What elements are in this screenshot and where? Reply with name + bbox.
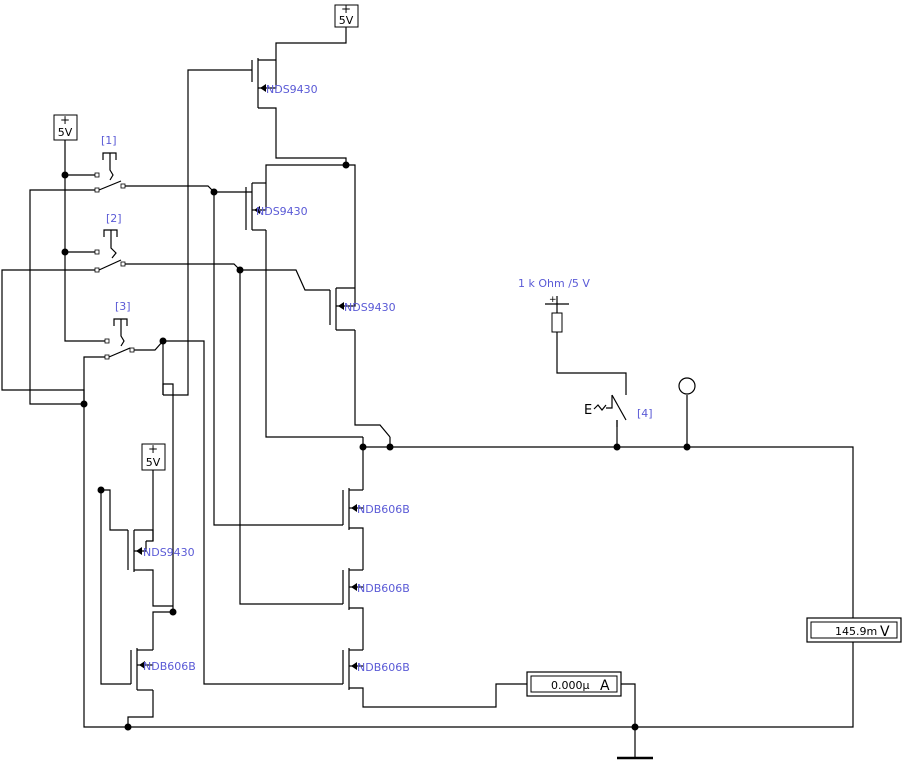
svg-text:5V: 5V (339, 14, 354, 27)
svg-text:+: + (148, 442, 158, 456)
supply-lower: + 5V (141, 442, 166, 471)
nmos-transistor: NDB606B (342, 648, 410, 690)
svg-text:1 k Ohm /5 V: 1 k Ohm /5 V (518, 277, 590, 290)
svg-text:NDB606B: NDB606B (357, 661, 410, 674)
junction-dot (124, 723, 132, 731)
svg-text:NDS9430: NDS9430 (256, 205, 308, 218)
switch-3[interactable]: [3] (104, 300, 135, 360)
pmos-transistor: NDS9430 (245, 182, 308, 231)
nmos-transistor: NDB606B (342, 488, 410, 530)
svg-text:[2]: [2] (106, 212, 122, 225)
svg-text:5V: 5V (58, 126, 73, 139)
junction-dot (61, 248, 69, 256)
svg-text:[1]: [1] (101, 134, 117, 147)
junction-dot (169, 608, 177, 616)
wires (1, 27, 854, 759)
svg-text:NDB606B: NDB606B (357, 503, 410, 516)
svg-text:NDS9430: NDS9430 (344, 301, 396, 314)
svg-text:[3]: [3] (115, 300, 131, 313)
junction-dot (683, 443, 691, 451)
ammeter-value: 0.000µ (551, 679, 590, 692)
junction-dot (386, 443, 394, 451)
junction-dot (613, 443, 621, 451)
pmos-transistor: NDS9430 (127, 529, 195, 572)
junctions (61, 161, 691, 731)
supply-top: + 5V (334, 2, 359, 28)
junction-dot (210, 188, 218, 196)
switch-4[interactable]: E [4] (584, 394, 653, 427)
svg-text:5V: 5V (146, 456, 161, 469)
output-probe[interactable] (678, 377, 696, 395)
load-resistor: 1 k Ohm /5 V + (518, 277, 590, 333)
junction-dot (80, 400, 88, 408)
pmos-transistor: NDS9430 (329, 287, 396, 331)
svg-text:NDB606B: NDB606B (143, 660, 196, 673)
svg-text:NDB606B: NDB606B (357, 582, 410, 595)
nmos-transistor: NDB606B (130, 648, 196, 691)
junction-dot (159, 337, 167, 345)
junction-dot (359, 443, 367, 451)
svg-text:NDS9430: NDS9430 (143, 546, 195, 559)
ammeter: 0.000µ A (526, 671, 622, 697)
junction-dot (342, 161, 350, 169)
pmos-transistor: NDS9430 (251, 58, 318, 110)
svg-text:+: + (341, 2, 351, 16)
voltmeter-value: 145.9m (835, 625, 877, 638)
switch-1[interactable]: [1] (94, 134, 126, 193)
supply-left: + 5V (53, 113, 78, 141)
voltmeter: 145.9m V (806, 617, 902, 643)
nmos-transistor: NDB606B (342, 568, 410, 610)
svg-text:E: E (584, 403, 592, 418)
junction-dot (631, 723, 639, 731)
junction-dot (97, 486, 105, 494)
ammeter-unit: A (600, 678, 610, 694)
voltmeter-unit: V (880, 624, 890, 640)
junction-dot (236, 266, 244, 274)
svg-text:NDS9430: NDS9430 (266, 83, 318, 96)
svg-text:+: + (60, 113, 70, 127)
switch-2[interactable]: [2] (94, 212, 126, 273)
svg-text:[4]: [4] (637, 407, 653, 420)
junction-dot (61, 171, 69, 179)
svg-text:+: + (549, 295, 557, 305)
